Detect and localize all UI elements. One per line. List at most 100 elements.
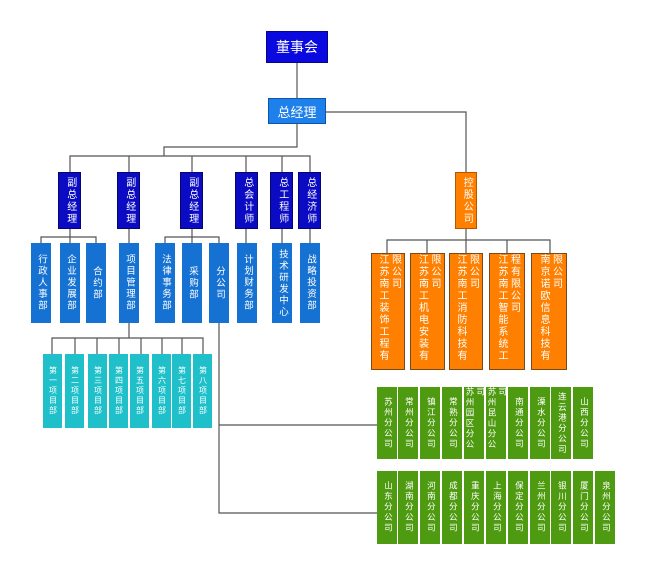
branch-node-label: 重庆分公司 [469,481,480,534]
branch-node-label: 南通分公司 [513,396,524,450]
branch-node: 南通分公司 [508,387,528,459]
branch-node-label: 成都分公司 [447,481,458,534]
department-node: 技术研发中心 [272,243,292,323]
branch-node-label: 山西分公司 [578,396,589,450]
project-department-node-label: 第七项目部 [177,366,187,416]
branch-node-label: 上海分公司 [491,481,502,534]
project-department-node: 第四项目部 [109,354,128,428]
department-node: 战略投资部 [300,243,320,323]
branch-node: 上海分公司 [486,471,506,544]
executive-node-label: 副总经理 [186,176,198,225]
holding-company-node: 控股公司 [455,172,477,229]
branch-node: 保定分公司 [508,471,528,544]
branch-node: 苏州昆山分公司 [486,387,507,459]
branch-node-label: 泉州分公司 [600,481,611,534]
department-node-label: 战略投资部 [304,254,316,312]
subsidiary-node: 江苏南工装饰工程有限公司 [371,253,405,370]
branch-node-label: 苏州分公司 [382,396,393,450]
branch-node: 苏州园区分公司 [464,387,485,459]
branch-node: 重庆分公司 [464,471,484,544]
project-department-node: 第六项目部 [152,354,171,428]
branch-node: 银川分公司 [551,471,571,544]
branch-node: 镇江分公司 [420,387,440,459]
department-node-label: 技术研发中心 [276,248,288,318]
project-department-node-label: 第一项目部 [48,366,58,416]
subsidiary-node-label: 南京诺欧信息科技有限公司 [538,254,562,362]
project-department-node: 第二项目部 [65,354,84,428]
executive-node-label: 总会计师 [241,176,253,225]
branch-node-label: 山东分公司 [382,481,393,534]
executive-node: 总经济师 [298,172,321,229]
department-node-label: 采购部 [186,265,198,301]
project-department-node: 第八项目部 [193,354,212,428]
project-department-node: 第七项目部 [172,354,191,428]
branch-node-label: 溧水分公司 [535,396,546,450]
branch-node-label: 苏州园区分公司 [464,387,485,450]
executive-node: 副总经理 [180,172,203,229]
project-department-node-label: 第六项目部 [157,366,167,416]
branch-node-label: 苏州昆山分公司 [486,387,507,450]
executive-node-label: 总工程师 [276,176,288,225]
branch-node: 成都分公司 [442,471,462,544]
project-department-node-label: 第八项目部 [198,366,208,416]
project-department-node: 第五项目部 [130,354,149,428]
branch-node: 常州分公司 [398,387,418,459]
branch-node-label: 保定分公司 [513,481,524,534]
branch-node: 厦门分公司 [573,471,593,544]
holding-company-node-label: 控股公司 [461,176,473,225]
department-node-label: 项目管理部 [123,254,135,312]
department-node: 合约部 [86,243,106,323]
executive-node: 副总经理 [117,172,140,229]
subsidiary-node-label: 江苏南工装饰工程有限公司 [377,254,401,362]
branch-node-label: 湖南分公司 [403,481,414,534]
branch-node: 山东分公司 [377,471,397,544]
branch-node: 兰州分公司 [530,471,550,544]
department-node: 计划财务部 [237,243,257,323]
subsidiary-node: 南京诺欧信息科技有限公司 [531,253,567,370]
department-node-label: 企业发展部 [64,254,76,312]
project-department-node-label: 第三项目部 [93,366,103,416]
branch-node-label: 厦门分公司 [578,481,589,534]
general-manager-node: 总经理 [268,98,326,124]
subsidiary-node: 江苏南工智能系统工程有限公司 [489,253,525,370]
department-node: 法律事务部 [155,243,175,323]
branch-node-label: 常熟分公司 [447,396,458,450]
department-node-label: 法律事务部 [159,254,171,312]
project-department-node-label: 第四项目部 [114,366,124,416]
subsidiary-node-label: 江苏南工机电安装有限公司 [416,254,441,362]
branch-node: 苏州分公司 [377,387,397,459]
department-node-label: 合约部 [90,265,102,301]
project-department-node-label: 第五项目部 [135,366,145,416]
branch-node-label: 镇江分公司 [425,396,436,450]
branch-node-label: 银川分公司 [556,481,567,534]
branch-node-label: 连云港分公司 [556,391,567,455]
subsidiary-node: 江苏南工机电安装有限公司 [410,253,445,370]
department-node-label: 计划财务部 [241,254,253,312]
executive-node-label: 副总经理 [64,176,76,225]
department-node: 分公司 [209,243,229,323]
branch-node-label: 常州分公司 [403,396,414,450]
branch-node: 泉州分公司 [595,471,615,544]
branch-node-label: 兰州分公司 [535,481,546,534]
branch-node: 湖南分公司 [398,471,418,544]
branch-node: 山西分公司 [573,387,593,459]
project-department-node: 第三项目部 [88,354,107,428]
department-node: 行政人事部 [31,243,51,323]
board-node: 董事会 [266,31,328,63]
executive-node-label: 总经济师 [304,176,316,225]
executive-node: 总会计师 [235,172,258,229]
branch-node-label: 河南分公司 [425,481,436,534]
branch-node: 河南分公司 [420,471,440,544]
project-department-node-label: 第二项目部 [70,366,80,416]
executive-node-label: 副总经理 [123,176,135,225]
subsidiary-node: 江苏南工消防科技有限公司 [449,253,483,370]
subsidiary-node-label: 江苏南工智能系统工程有限公司 [496,254,520,362]
branch-node: 溧水分公司 [530,387,550,459]
department-node-label: 分公司 [213,265,225,301]
department-node: 企业发展部 [60,243,80,323]
subsidiary-node-label: 江苏南工消防科技有限公司 [455,254,479,362]
department-node: 项目管理部 [119,243,139,323]
branch-node: 连云港分公司 [551,387,571,459]
